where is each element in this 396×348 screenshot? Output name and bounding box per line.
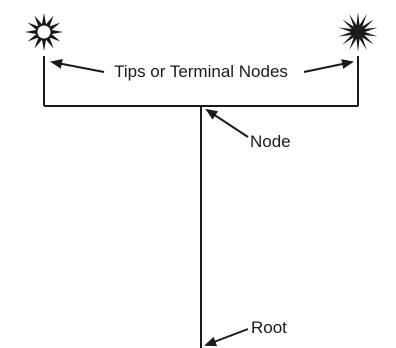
tips-right-arrow [303,59,354,73]
root-arrow [204,328,249,347]
node-label: Node [250,132,291,151]
tips-label: Tips or Terminal Nodes [114,62,288,81]
filled-starburst-icon [338,12,378,52]
node-arrow [205,108,249,138]
tree-branches [43,56,359,348]
tips-left-arrow [50,58,105,73]
open-starburst-icon [25,13,63,51]
root-label: Root [251,318,287,337]
